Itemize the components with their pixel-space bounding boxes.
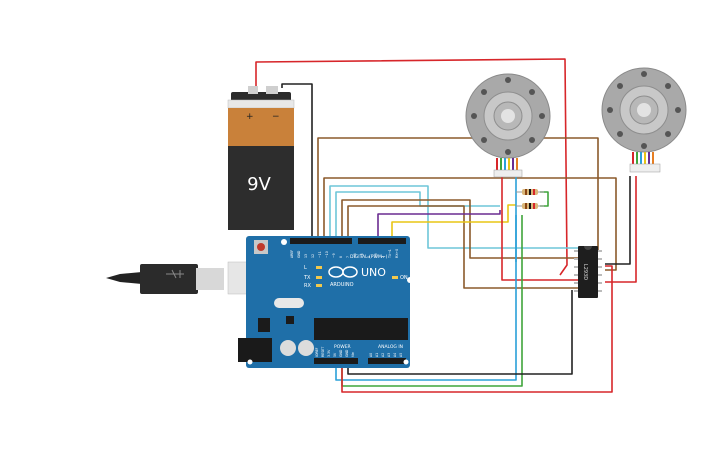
top-pin-label-0: AREF <box>290 250 294 258</box>
wire-brown-4[interactable] <box>347 205 578 289</box>
wire-motor2-red[interactable] <box>605 176 637 283</box>
power-pin-label-1: RESET <box>321 347 325 357</box>
driver-ic-label: L293D <box>582 264 588 280</box>
top-pin-label-12: ~3 <box>374 253 378 258</box>
driver-ic[interactable]: L293D <box>574 246 602 298</box>
led-on-label: ON <box>400 275 408 281</box>
top-pin-label-10: ~5 <box>360 253 364 258</box>
analog-pin-label-2: A2 <box>381 353 385 357</box>
power-pin-label-3: 5V <box>333 352 337 357</box>
analog-pins-label: ANALOG IN <box>378 344 403 350</box>
analog-pin-label-0: A0 <box>369 353 373 357</box>
usb-icon <box>166 269 184 279</box>
analog-pin-label-5: A5 <box>399 353 403 357</box>
top-pin-label-3: 12 <box>311 254 315 258</box>
led-tx-label: TX <box>303 275 311 281</box>
wire-purple[interactable] <box>377 210 501 240</box>
motor-right[interactable] <box>601 67 687 173</box>
wire-battery-positive[interactable] <box>255 58 568 276</box>
arduino-uno-board[interactable]: L TX RX ON UNO ARDUINO DIGITAL (PWM~) PO… <box>238 236 413 368</box>
led-l-label: L <box>304 265 307 271</box>
top-pin-label-15: RX←0 <box>395 249 399 258</box>
top-pin-label-8: 7 <box>346 256 350 258</box>
wire-battery-negative[interactable] <box>281 83 313 240</box>
wires <box>255 58 637 393</box>
power-pin-label-0: IOREF <box>315 347 319 357</box>
atmega-chip <box>314 318 408 340</box>
resistor-1[interactable] <box>516 189 544 195</box>
battery-minus-label: − <box>272 112 280 122</box>
top-pin-label-6: ~9 <box>332 253 336 258</box>
battery-9v[interactable]: + − 9V <box>227 86 295 230</box>
wire-brown-3[interactable] <box>341 199 578 259</box>
top-pin-label-4: ~11 <box>318 251 322 258</box>
usb-cable[interactable] <box>106 261 251 295</box>
power-pin-label-4: GND <box>339 349 343 357</box>
top-pin-label-7: 8 <box>339 256 343 258</box>
top-pin-label-2: 13 <box>304 254 308 258</box>
power-pins-label: POWER <box>334 344 351 350</box>
wire-motor1-red[interactable] <box>501 176 578 281</box>
arduino-brand-label: ARDUINO <box>330 282 354 288</box>
power-pin-label-6: Vin <box>351 352 355 357</box>
wire-bottom-red[interactable] <box>341 265 613 393</box>
digital-pins-label: DIGITAL (PWM~) <box>350 254 388 260</box>
arduino-model-label: UNO <box>361 266 386 279</box>
wire-motor2-black[interactable] <box>605 176 631 265</box>
wire-cyan-1[interactable] <box>329 185 578 249</box>
motor-right-leads <box>629 152 661 173</box>
resistor-2[interactable] <box>516 203 544 209</box>
reset-button[interactable] <box>257 243 265 251</box>
led-rx-label: RX <box>304 283 311 289</box>
top-pin-label-13: 2 <box>381 256 385 258</box>
motor-left[interactable] <box>465 73 551 178</box>
battery-plus-label: + <box>246 112 254 122</box>
wire-green-resistor[interactable] <box>540 191 549 207</box>
wire-yellow[interactable] <box>391 204 516 240</box>
wire-brown-1[interactable] <box>317 137 599 251</box>
top-pin-label-14: TX→1 <box>388 249 392 259</box>
top-pin-label-9: ~6 <box>353 253 357 258</box>
analog-pin-label-3: A3 <box>387 353 391 357</box>
analog-pin-label-4: A4 <box>393 353 397 357</box>
power-pin-label-2: 3.3V <box>327 349 331 357</box>
battery-voltage-label: 9V <box>247 174 271 195</box>
power-pin-label-5: GND <box>345 349 349 357</box>
power-jack[interactable] <box>238 338 272 362</box>
motor-left-leads <box>493 158 523 178</box>
arduino-logo <box>328 266 358 278</box>
top-pin-label-11: 4 <box>367 256 371 258</box>
top-pin-label-5: ~10 <box>325 251 329 258</box>
analog-pin-label-1: A1 <box>375 353 379 357</box>
top-pin-label-1: GND <box>297 250 301 258</box>
